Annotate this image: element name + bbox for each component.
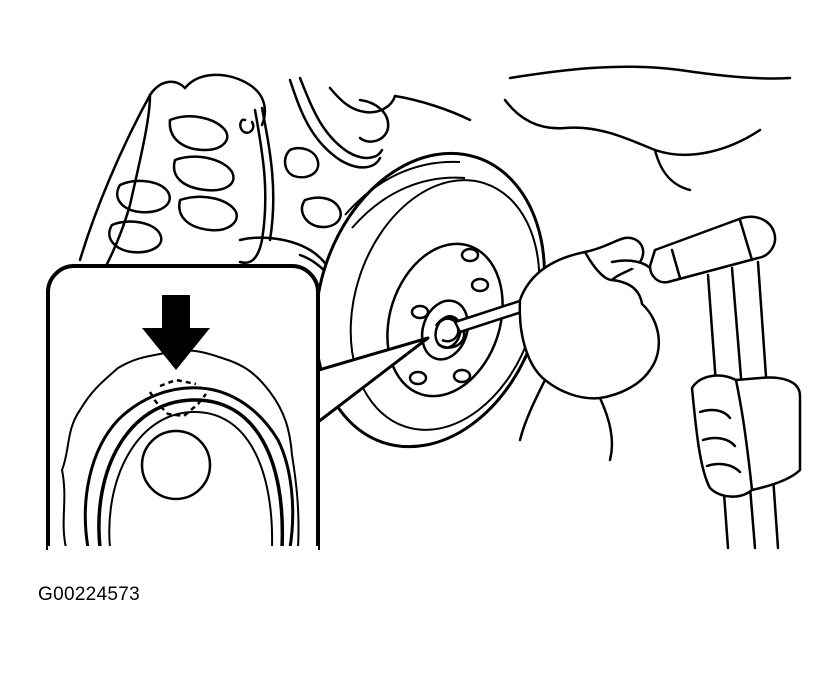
detail-panel (46, 264, 320, 550)
staked-notch (148, 391, 207, 418)
right-hand (690, 374, 802, 498)
down-arrow-icon (142, 295, 210, 370)
spindle-hole (140, 429, 212, 501)
wheel-hub (386, 242, 504, 398)
figure-id-label: G00224573 (38, 584, 141, 605)
wheel-studs (408, 247, 490, 386)
left-hand (518, 236, 661, 462)
technician-arm (503, 65, 792, 192)
inner-ring (97, 398, 285, 549)
detail-panel-frame (46, 264, 320, 550)
